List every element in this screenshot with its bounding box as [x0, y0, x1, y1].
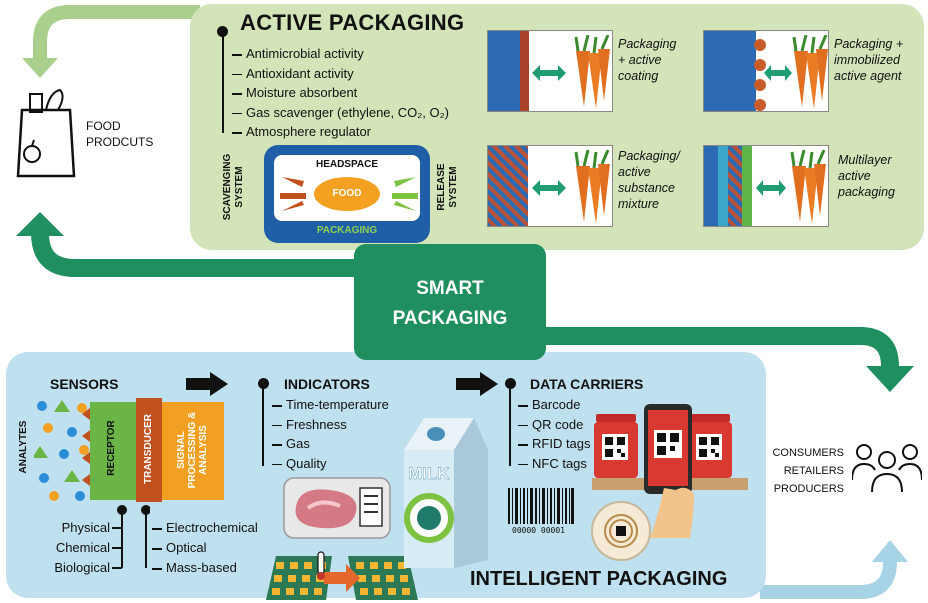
- bullet-line: [262, 382, 264, 466]
- list-item: Quality: [272, 454, 389, 474]
- coating-caption: Packaging + active coating: [618, 37, 677, 83]
- smart-label-line2: PACKAGING: [392, 308, 508, 329]
- receptor-teeth: [82, 408, 90, 486]
- immobilized-caption: Packaging + immobilized active agent: [834, 37, 904, 83]
- multilayer-tile: [703, 145, 829, 227]
- double-arrow-icon: [764, 65, 792, 81]
- right-arrow-icon: [456, 372, 498, 396]
- analyte-shapes: [34, 400, 89, 501]
- packaging-diagram: HEADSPACE FOOD PACKAGING: [264, 145, 430, 243]
- list-item: NFC tags: [518, 454, 591, 474]
- milk-label: MILK: [408, 464, 450, 483]
- signal-block: SIGNAL PROCESSING & ANALYSIS: [162, 402, 224, 500]
- time-temperature-sensor-icon: [266, 551, 418, 600]
- stakeholders-label: CONSUMERS RETAILERS PRODUCERS: [748, 444, 844, 498]
- indicators-title: INDICATORS: [284, 376, 370, 392]
- transducer-label: TRANSDUCER: [143, 414, 154, 484]
- list-item: Atmosphere regulator: [231, 122, 449, 142]
- list-item: Chemical: [55, 540, 110, 555]
- scavenging-system-label: SCAVENGING SYSTEM: [222, 153, 245, 221]
- rfid-tag-icon: [591, 501, 651, 561]
- signal-label: SIGNAL PROCESSING & ANALYSIS: [176, 411, 209, 489]
- double-arrow-icon: [532, 65, 566, 81]
- packaging-label: PACKAGING: [316, 225, 378, 236]
- list-item: Physical: [61, 520, 110, 535]
- list-item: CONSUMERS: [772, 447, 844, 459]
- sensor-types-right: Electrochemical Optical Mass-based: [152, 518, 258, 578]
- people-group-icon: [852, 444, 922, 493]
- multilayer-caption: Multilayer active packaging: [838, 153, 895, 199]
- active-packaging-title: ACTIVE PACKAGING: [240, 10, 465, 35]
- active-agent-dots: [754, 39, 766, 111]
- data-carriers-title: DATA CARRIERS: [530, 376, 644, 392]
- scavenging-arrows: [280, 177, 306, 211]
- double-arrow-icon: [532, 180, 566, 196]
- food-products-label: FOOD PRODCUTS: [86, 119, 154, 149]
- receptor-block: RECEPTOR: [82, 402, 136, 500]
- bullet-line: [509, 382, 511, 466]
- indicators-list: Time-temperature Freshness Gas Quality: [272, 395, 389, 474]
- meat-package-icon: [283, 477, 391, 539]
- list-item: RFID tags: [518, 434, 591, 454]
- list-item: Time-temperature: [272, 395, 389, 415]
- list-item: Electrochemical: [152, 518, 258, 538]
- list-item: PRODUCERS: [773, 483, 844, 495]
- right-arrow-icon: [186, 372, 228, 396]
- smart-packaging-box: SMART PACKAGING: [354, 244, 546, 360]
- list-item: Barcode: [518, 395, 591, 415]
- analytes-label: ANALYTES: [18, 420, 29, 474]
- intelligent-packaging-title: INTELLIGENT PACKAGING: [470, 568, 728, 590]
- list-item: Freshness: [272, 415, 389, 435]
- data-carriers-list: Barcode QR code RFID tags NFC tags: [518, 395, 591, 474]
- carrot-icon: [574, 150, 610, 224]
- release-system-label: RELEASE SYSTEM: [436, 163, 459, 211]
- sensors-title: SENSORS: [50, 376, 119, 392]
- grocery-bag-icon: [14, 88, 78, 185]
- list-item: Antioxidant activity: [231, 64, 449, 84]
- food-ellipse: [314, 177, 380, 211]
- barcode-number: 00000 00001: [512, 526, 565, 535]
- transducer-block: TRANSDUCER: [136, 398, 162, 502]
- milk-carton-icon: [404, 418, 488, 568]
- sensor-types-left: Physical Chemical Biological: [30, 518, 110, 578]
- qr-jars-phone-icon: [592, 404, 748, 538]
- double-arrow-icon: [756, 180, 786, 196]
- barcode-icon: [508, 488, 574, 524]
- release-arrows: [392, 177, 418, 211]
- headspace-label: HEADSPACE: [315, 159, 379, 170]
- list-item: Mass-based: [152, 558, 258, 578]
- active-functions-list: Antimicrobial activity Antioxidant activ…: [231, 44, 449, 142]
- receptor-label: RECEPTOR: [106, 420, 117, 476]
- sensor-types-bracket: [112, 505, 150, 569]
- coating-tile: [487, 30, 613, 112]
- bullet-line: [222, 30, 224, 133]
- mixture-caption: Packaging/ active substance mixture: [618, 149, 680, 211]
- mixture-tile: [487, 145, 613, 227]
- immobilized-tile: [703, 30, 829, 112]
- list-item: QR code: [518, 415, 591, 435]
- list-item: Moisture absorbent: [231, 83, 449, 103]
- carrot-icon: [792, 35, 828, 109]
- list-item: RETAILERS: [783, 465, 844, 477]
- smart-label-line1: SMART: [416, 278, 484, 299]
- carrot-icon: [574, 35, 610, 109]
- list-item: Optical: [152, 538, 258, 558]
- food-label: FOOD: [332, 188, 362, 199]
- carrot-icon: [790, 150, 826, 224]
- list-item: Biological: [54, 560, 110, 575]
- list-item: Antimicrobial activity: [231, 44, 449, 64]
- list-item: Gas scavenger (ethylene, CO₂, O₂): [231, 103, 449, 123]
- list-item: Gas: [272, 434, 389, 454]
